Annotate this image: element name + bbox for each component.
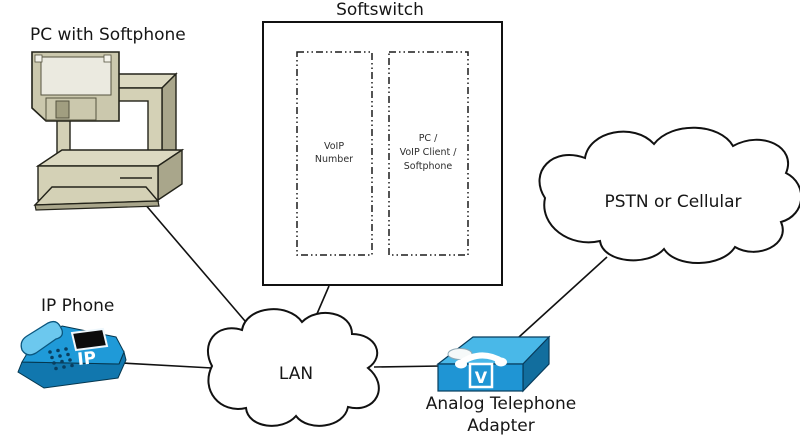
desktop-computer-icon: [31, 51, 185, 211]
connection-ata-to-pstn: [518, 256, 608, 338]
softswitch-node: Softswitch VoIP Number PC / VoIP Client …: [262, 0, 503, 286]
pc-client-border: [388, 51, 469, 256]
phone-handset-icon: V: [455, 352, 507, 389]
ata-label-line2: Adapter: [467, 416, 534, 436]
ip-badge: IP: [76, 348, 97, 370]
voip-number-line1: VoIP: [324, 141, 344, 152]
pc-label: PC with Softphone: [30, 25, 186, 45]
ata-device-icon: V: [436, 335, 551, 393]
ata-label-line1: Analog Telephone: [426, 394, 576, 414]
pc-client-line1: PC /: [419, 133, 438, 144]
ip-phone-label: IP Phone: [41, 296, 114, 316]
pstn-cloud-node: PSTN or Cellular: [538, 126, 800, 264]
ata-node: V Analog Telephone Adapter: [426, 335, 576, 436]
connection-pc-to-lan: [143, 202, 252, 329]
connection-lines: [121, 202, 608, 369]
pc-client-box: PC / VoIP Client / Softphone: [388, 51, 469, 256]
connection-lan-to-ata: [373, 365, 442, 368]
pc-client-line3: Softphone: [404, 161, 453, 172]
lan-cloud-node: LAN: [206, 308, 380, 427]
pstn-label: PSTN or Cellular: [604, 192, 741, 212]
connection-ipphone-to-lan: [121, 362, 213, 369]
softswitch-title: Softswitch: [336, 0, 424, 20]
lan-label: LAN: [279, 364, 313, 384]
ata-icon-letter: V: [475, 368, 488, 387]
pstn-cloud-shape: [538, 126, 800, 264]
pc-with-softphone-node: PC with Softphone: [30, 25, 186, 211]
ip-phone-icon: IP: [17, 320, 127, 389]
ip-phone-node: IP Phone IP: [17, 296, 127, 389]
voip-number-line2: Number: [315, 154, 353, 165]
pc-client-line2: VoIP Client /: [400, 147, 458, 158]
floppy-disk-icon: [31, 51, 120, 122]
lan-cloud-shape: [206, 308, 380, 427]
voip-number-box: VoIP Number: [296, 51, 373, 256]
voip-number-border: [296, 51, 373, 256]
